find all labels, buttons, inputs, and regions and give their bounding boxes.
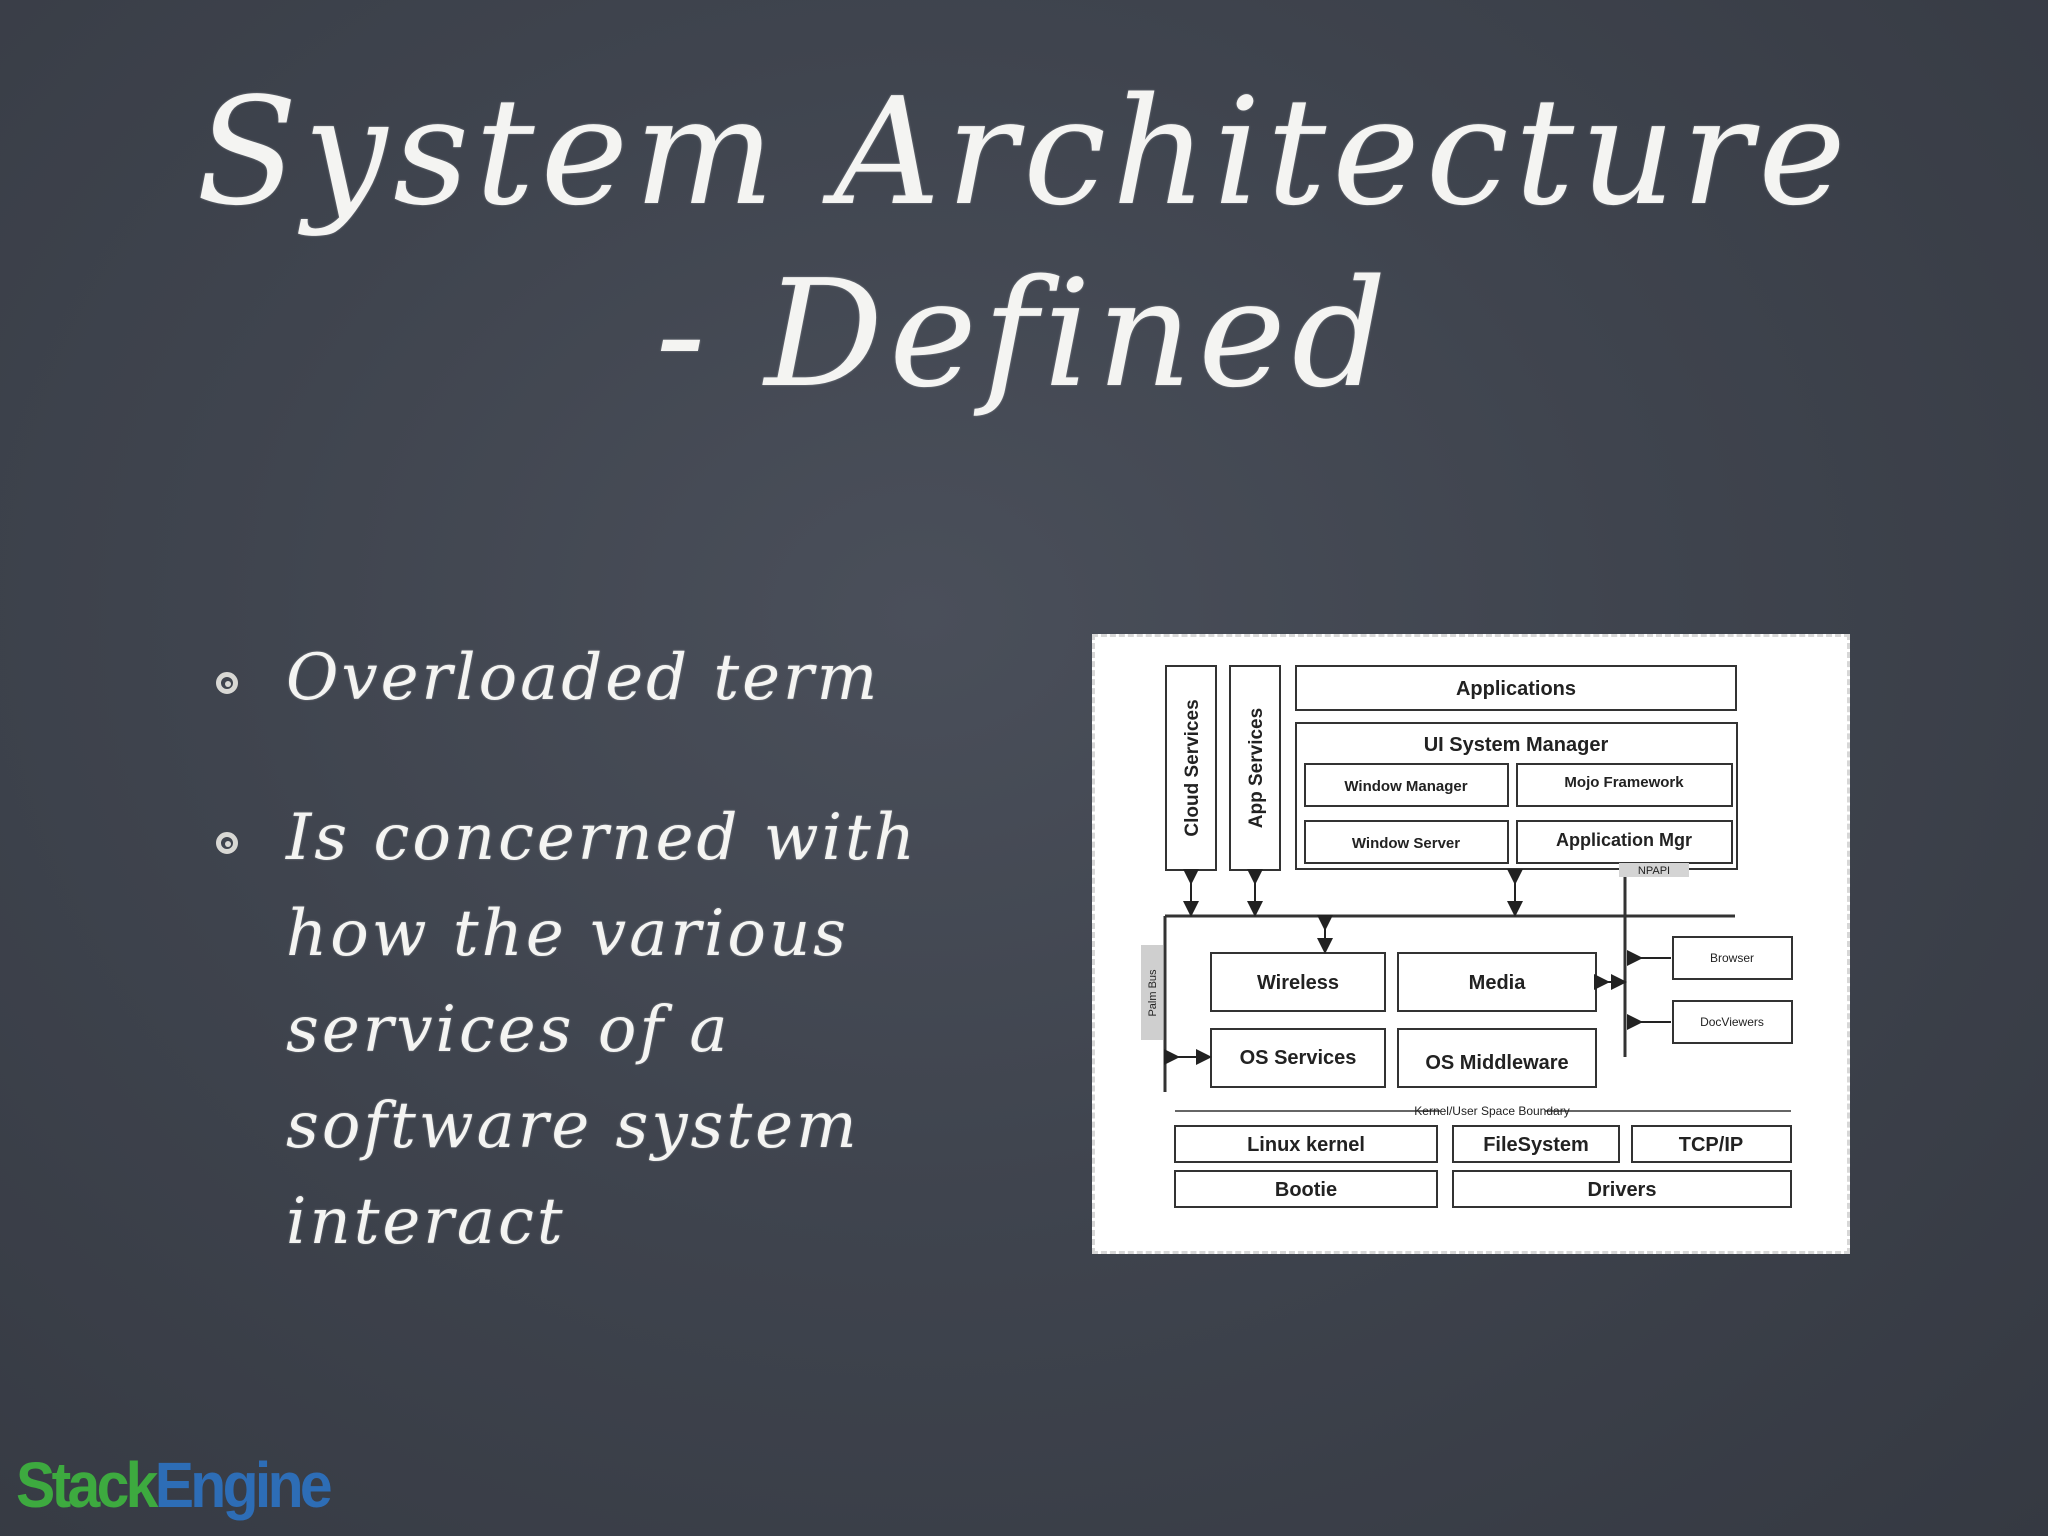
diagram-mojo-framework: Mojo Framework	[1564, 774, 1684, 791]
bullet-icon	[216, 672, 238, 694]
diagram-browser: Browser	[1710, 951, 1754, 965]
diagram-drivers: Drivers	[1588, 1179, 1657, 1201]
diagram-tcpip: TCP/IP	[1679, 1134, 1743, 1156]
diagram-os-services: OS Services	[1240, 1047, 1357, 1069]
diagram-cloud-services: Cloud Services	[1182, 699, 1203, 836]
diagram-linux-kernel: Linux kernel	[1247, 1134, 1365, 1156]
diagram-ui-system-manager: UI System Manager	[1424, 734, 1609, 756]
diagram-window-server: Window Server	[1352, 835, 1460, 852]
bullet-concerned-with: Is concerned with how the various servic…	[286, 801, 918, 1259]
logo-part-engine: Engine	[154, 1449, 333, 1521]
stackengine-logo: StackEngine	[16, 1448, 333, 1522]
slide-title-line1: System Architecture	[196, 66, 1852, 238]
bullet-overloaded-term: Overloaded term	[286, 641, 881, 715]
diagram-npapi: NPAPI	[1638, 865, 1670, 877]
diagram-app-services: App Services	[1246, 708, 1267, 828]
bullet-icon	[216, 832, 238, 854]
slide-title-line2: - Defined	[655, 248, 1393, 420]
diagram-application-mgr: Application Mgr	[1556, 830, 1692, 850]
architecture-diagram: Applications Cloud Services App Services…	[1092, 634, 1850, 1254]
logo-part-stack: Stack	[16, 1449, 158, 1521]
diagram-kernel-boundary: Kernel/User Space Boundary	[1414, 1104, 1569, 1118]
diagram-window-manager: Window Manager	[1344, 778, 1467, 795]
diagram-bootie: Bootie	[1275, 1179, 1337, 1201]
diagram-wireless: Wireless	[1257, 972, 1339, 994]
diagram-docviewers: DocViewers	[1700, 1015, 1764, 1029]
diagram-filesystem: FileSystem	[1483, 1134, 1589, 1156]
diagram-os-middleware: OS Middleware	[1425, 1052, 1568, 1074]
diagram-applications: Applications	[1456, 678, 1576, 700]
diagram-palm-bus: Palm Bus	[1147, 969, 1159, 1017]
diagram-media: Media	[1469, 972, 1527, 994]
